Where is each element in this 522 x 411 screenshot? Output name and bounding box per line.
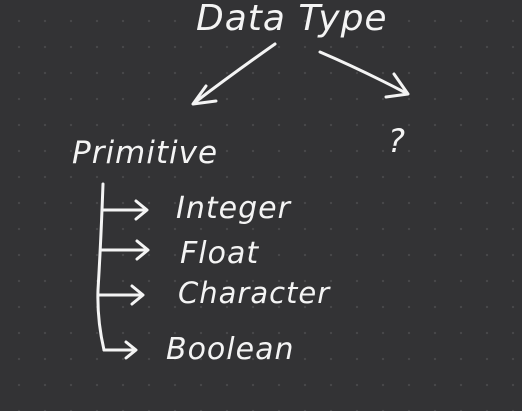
connector-boolean — [102, 340, 138, 360]
arrow-root-to-unknown — [318, 50, 410, 99]
branch-primitive-label: Primitive — [72, 135, 218, 171]
connector-float — [99, 239, 150, 261]
child-float-label: Float — [180, 236, 259, 271]
child-boolean-label: Boolean — [166, 332, 294, 367]
root-node-label: Data Type — [196, 0, 388, 39]
child-character-label: Character — [178, 276, 331, 310]
arrow-root-to-primitive — [191, 42, 277, 106]
connector-integer — [100, 199, 149, 221]
tree-trunk-line — [96, 182, 106, 352]
branch-unknown-label: ? — [388, 122, 406, 160]
connector-character — [97, 284, 145, 306]
child-integer-label: Integer — [176, 191, 292, 226]
